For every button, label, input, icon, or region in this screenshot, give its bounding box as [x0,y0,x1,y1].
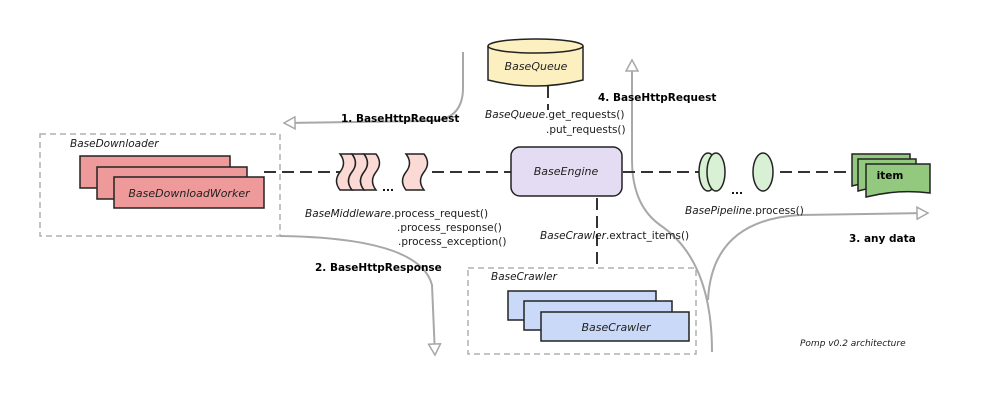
middleware-icons [335,153,429,191]
queue-cylinder [487,38,584,87]
crawler-label: BaseCrawler [581,321,652,334]
diagram-caption: Pomp v0.2 architecture [800,339,906,349]
download-worker-label: BaseDownloadWorker [128,187,251,200]
queue-put-method: .put_requests() [546,124,626,136]
middleware-request-method: BaseMiddleware.process_request() [305,208,488,220]
flow-1-label: 1. BaseHttpRequest [341,113,459,125]
flow-4-label: 4. BaseHttpRequest [598,92,716,104]
pipeline-icons [698,152,774,192]
pipeline-process-method: BasePipeline.process() [685,205,804,217]
engine-label: BaseEngine [534,165,599,178]
item-label: item [877,170,904,182]
middleware-ellipsis: ... [382,182,394,194]
crawler-extract-method: BaseCrawler.extract_items() [540,230,689,242]
flow-2-label: 2. BaseHttpResponse [315,262,442,274]
downloader-group-label: BaseDownloader [70,138,159,150]
engine-box [510,146,623,197]
crawler-group-label: BaseCrawler [491,271,558,283]
crawler-stack [507,290,690,342]
queue-get-method: BaseQueue.get_requests() [485,109,624,121]
flow-3-label: 3. any data [849,233,916,245]
downloader-group [39,133,281,237]
queue-label: BaseQueue [505,60,568,73]
download-worker-stack [79,155,265,209]
middleware-response-method: .process_response() [397,222,502,234]
dependency-lines [264,86,852,268]
middleware-exception-method: .process_exception() [398,236,506,248]
item-stack [851,153,931,198]
flow-4-arrow [632,60,713,353]
flow-1-arrow [284,52,464,123]
pipeline-ellipsis: ... [731,185,743,197]
flow-3-arrow [707,213,928,301]
crawler-group [467,267,697,355]
flow-2-arrow [279,235,435,355]
